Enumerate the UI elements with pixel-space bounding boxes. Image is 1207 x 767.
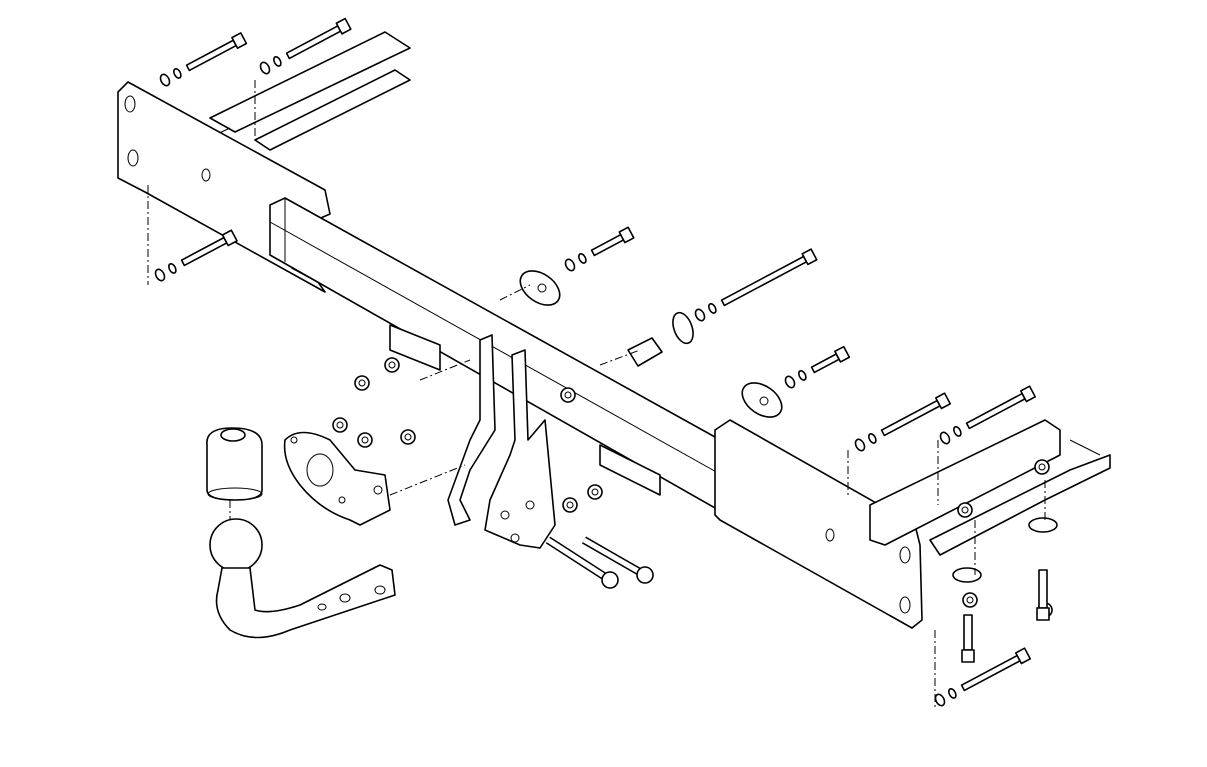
bolt-washer-set [784, 345, 851, 389]
right-side-arms [869, 419, 1111, 556]
centerline [389, 464, 466, 496]
ball-mount-bracket [447, 334, 556, 549]
nut [587, 484, 603, 500]
bolt-washer-set [694, 248, 818, 322]
bolt-washer-set [564, 226, 635, 272]
nut [1034, 459, 1050, 475]
nut [384, 357, 400, 373]
nut [332, 417, 348, 433]
right-mounting-plate [714, 419, 923, 629]
assembly-centerlines [147, 80, 1046, 710]
bolt-washer-set [159, 32, 248, 87]
nut [560, 387, 576, 403]
nut [562, 497, 578, 513]
tow-ball [206, 427, 396, 639]
spacer-plates [519, 270, 1058, 583]
left-side-arms [209, 31, 411, 151]
nut [400, 429, 416, 445]
bolt-washer-set [854, 392, 952, 452]
vertical-bolt [1036, 569, 1050, 621]
long-bolt [582, 536, 654, 584]
bolt-washer-set [934, 647, 1032, 707]
fastener-groups [154, 17, 1053, 707]
vertical-bolt [961, 614, 975, 663]
centerline [419, 359, 471, 381]
nut [962, 592, 978, 608]
socket-plate [283, 431, 391, 526]
long-bolt [545, 536, 619, 589]
bolt-washer-set [259, 17, 352, 75]
centerline [499, 284, 531, 301]
bolt-washer-set [154, 229, 238, 282]
bolt-washer-set [939, 385, 1037, 445]
centerline [599, 349, 641, 366]
nut [957, 502, 973, 518]
nut [357, 432, 373, 448]
nut [354, 375, 370, 391]
